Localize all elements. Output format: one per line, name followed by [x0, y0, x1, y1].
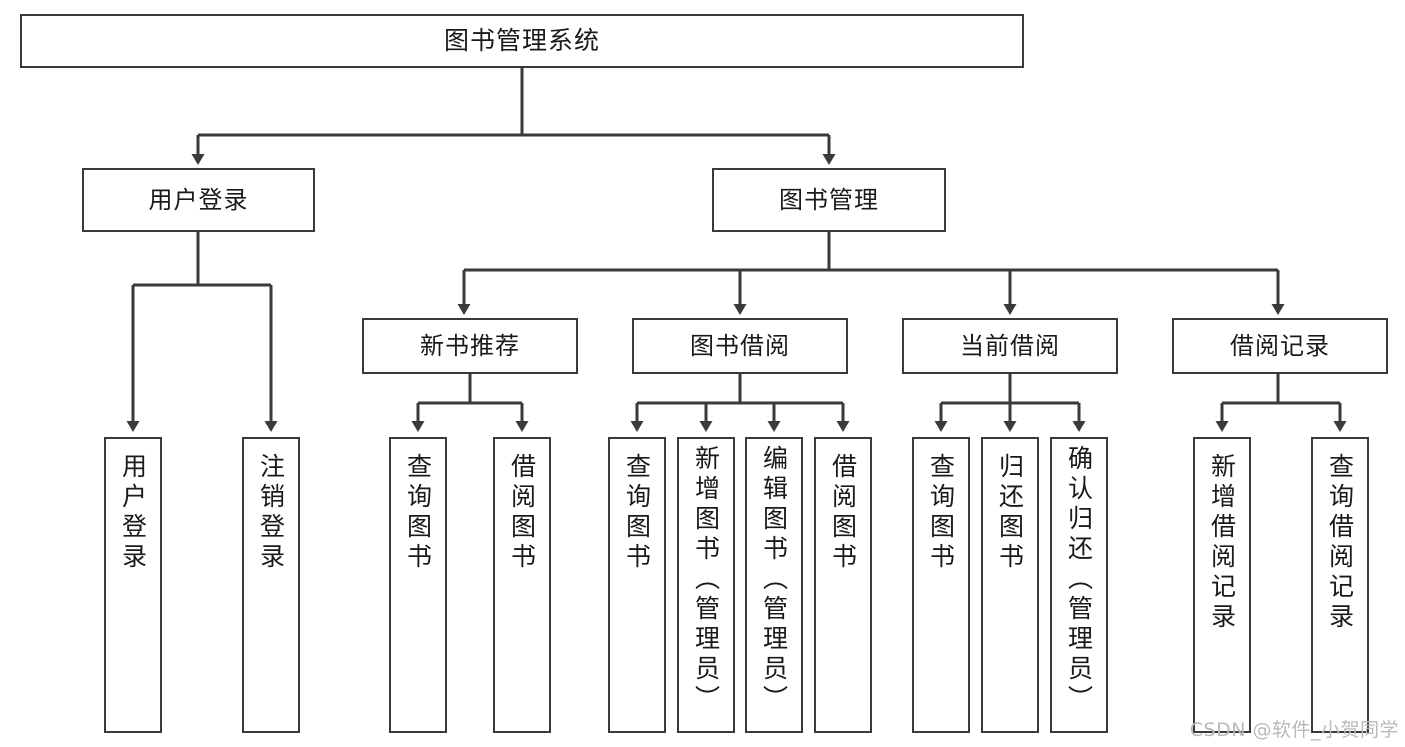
leaf-book-borrow-4-label: 借阅图书 [828, 453, 858, 573]
leaf-new-book-1-label: 查询图书 [403, 453, 433, 573]
leaf-book-borrow-2-label: 新增图书（管理员） [691, 445, 721, 715]
node-root-system-label: 图书管理系统 [443, 26, 600, 56]
node-book-management[interactable]: 图书管理 [712, 168, 946, 232]
leaf-current-borrow-1[interactable]: 查询图书 [912, 437, 970, 733]
leaf-user-login-2[interactable]: 注销登录 [242, 437, 300, 733]
leaf-user-login-1-label: 用户登录 [118, 453, 148, 573]
node-new-book-recommend[interactable]: 新书推荐 [362, 318, 578, 374]
node-book-borrow-label: 图书借阅 [690, 331, 790, 360]
leaf-new-book-2[interactable]: 借阅图书 [493, 437, 551, 733]
leaf-book-borrow-4[interactable]: 借阅图书 [814, 437, 872, 733]
node-book-management-label: 图书管理 [779, 185, 879, 214]
leaf-borrow-record-2[interactable]: 查询借阅记录 [1311, 437, 1369, 733]
leaf-user-login-2-label: 注销登录 [256, 453, 286, 573]
node-borrow-record[interactable]: 借阅记录 [1172, 318, 1388, 374]
node-user-login[interactable]: 用户登录 [82, 168, 315, 232]
leaf-new-book-1[interactable]: 查询图书 [389, 437, 447, 733]
leaf-borrow-record-1[interactable]: 新增借阅记录 [1193, 437, 1251, 733]
csdn-watermark: CSDN @软件_小贺同学 [1189, 719, 1399, 741]
leaf-book-borrow-3-label: 编辑图书（管理员） [759, 445, 789, 715]
node-current-borrow[interactable]: 当前借阅 [902, 318, 1118, 374]
leaf-book-borrow-2[interactable]: 新增图书（管理员） [677, 437, 735, 733]
node-current-borrow-label: 当前借阅 [960, 331, 1060, 360]
leaf-current-borrow-1-label: 查询图书 [926, 453, 956, 573]
node-book-borrow[interactable]: 图书借阅 [632, 318, 848, 374]
leaf-book-borrow-3[interactable]: 编辑图书（管理员） [745, 437, 803, 733]
node-user-login-label: 用户登录 [148, 185, 249, 214]
node-root-system[interactable]: 图书管理系统 [20, 14, 1024, 68]
leaf-current-borrow-3-label: 确认归还（管理员） [1064, 445, 1094, 715]
leaf-borrow-record-1-label: 新增借阅记录 [1207, 453, 1237, 633]
leaf-current-borrow-2[interactable]: 归还图书 [981, 437, 1039, 733]
leaf-current-borrow-2-label: 归还图书 [995, 453, 1025, 573]
node-new-book-recommend-label: 新书推荐 [420, 331, 520, 360]
leaf-current-borrow-3[interactable]: 确认归还（管理员） [1050, 437, 1108, 733]
leaf-borrow-record-2-label: 查询借阅记录 [1325, 453, 1355, 633]
node-borrow-record-label: 借阅记录 [1230, 331, 1330, 360]
leaf-book-borrow-1-label: 查询图书 [622, 453, 652, 573]
leaf-book-borrow-1[interactable]: 查询图书 [608, 437, 666, 733]
leaf-new-book-2-label: 借阅图书 [507, 453, 537, 573]
leaf-user-login-1[interactable]: 用户登录 [104, 437, 162, 733]
